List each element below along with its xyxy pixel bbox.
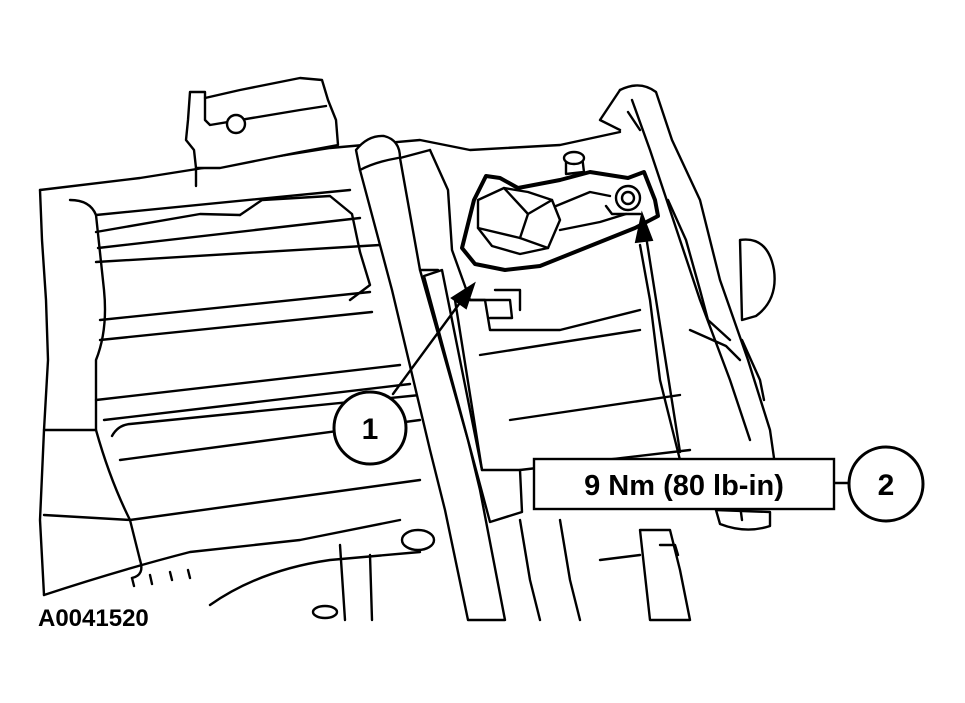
sensor-assembly [460, 150, 660, 272]
figure-id: A0041520 [38, 605, 149, 632]
callout-1-circle [332, 390, 408, 466]
callout-1: 1 [332, 390, 408, 466]
right-housing [598, 84, 782, 531]
sensor-mount-body [398, 148, 692, 622]
callout-1-leader [391, 281, 476, 396]
torque-spec: 9 Nm (80 lb-in) [532, 457, 836, 511]
torque-spec-text: 9 Nm (80 lb-in) [584, 470, 784, 502]
callout-2: 2 [847, 445, 925, 523]
callout-2-number: 2 [878, 469, 895, 502]
callout-1-number: 1 [362, 413, 379, 446]
callout-1-arrowhead [450, 281, 476, 310]
callout-2-circle [847, 445, 925, 523]
top-cover [184, 76, 340, 188]
shift-rail [354, 134, 524, 622]
transmission-housing [38, 130, 622, 622]
torque-spec-box [532, 457, 836, 511]
callout-2-leader [634, 210, 850, 485]
callout-2-arrowhead [634, 210, 654, 244]
